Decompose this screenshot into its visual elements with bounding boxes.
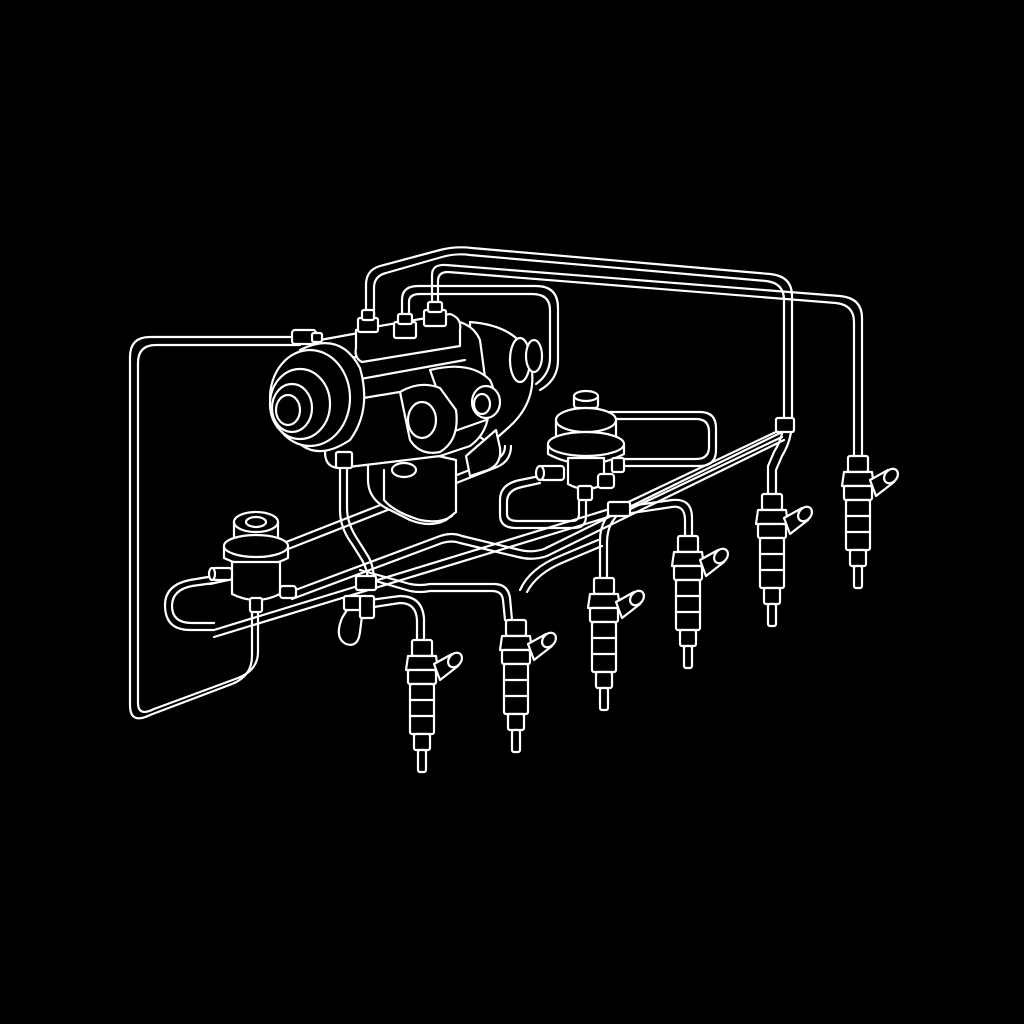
top-rail-line-inner: [430, 263, 864, 458]
injector-4: [670, 534, 729, 670]
pressure-regulator-left: [207, 510, 298, 614]
pump-top-fitting-middle: [392, 312, 418, 340]
pump-down-line: [338, 466, 376, 584]
high-pressure-fuel-pump: [268, 300, 544, 526]
hook-line: [337, 600, 364, 646]
regulator-out-line: [498, 474, 588, 530]
injector-5: [754, 492, 813, 628]
center-regulator-left-port: [534, 464, 566, 482]
rail-tee-right: [606, 416, 796, 518]
pump-to-right-line: [400, 284, 560, 392]
injector-3-line: [598, 508, 620, 580]
injector-2-line: [358, 568, 514, 622]
injector-4-line: [628, 498, 694, 538]
center-regulator-right-port: [596, 456, 626, 490]
left-return-loop-line: [128, 335, 302, 720]
pump-left-fitting: [290, 328, 324, 346]
pump-top-fitting-left: [356, 308, 380, 334]
injector-2: [498, 618, 557, 754]
injector-1: [404, 638, 463, 774]
injector-6: [840, 454, 899, 590]
regulator-loop-line: [608, 410, 718, 468]
lower-main-rail-line: [288, 431, 786, 601]
left-regulator-loop-line: [163, 574, 216, 632]
injector-1-line: [368, 594, 426, 642]
pump-top-fitting-right: [422, 300, 448, 328]
left-regulator-side-port: [207, 566, 234, 582]
injector-2-feed-line: [518, 538, 604, 594]
left-regulator-front-port: [278, 584, 298, 600]
lower-left-junction: [342, 574, 378, 620]
injector-3: [586, 576, 645, 712]
pressure-regulator-center: [534, 389, 626, 502]
fuel-lines: [128, 246, 864, 720]
